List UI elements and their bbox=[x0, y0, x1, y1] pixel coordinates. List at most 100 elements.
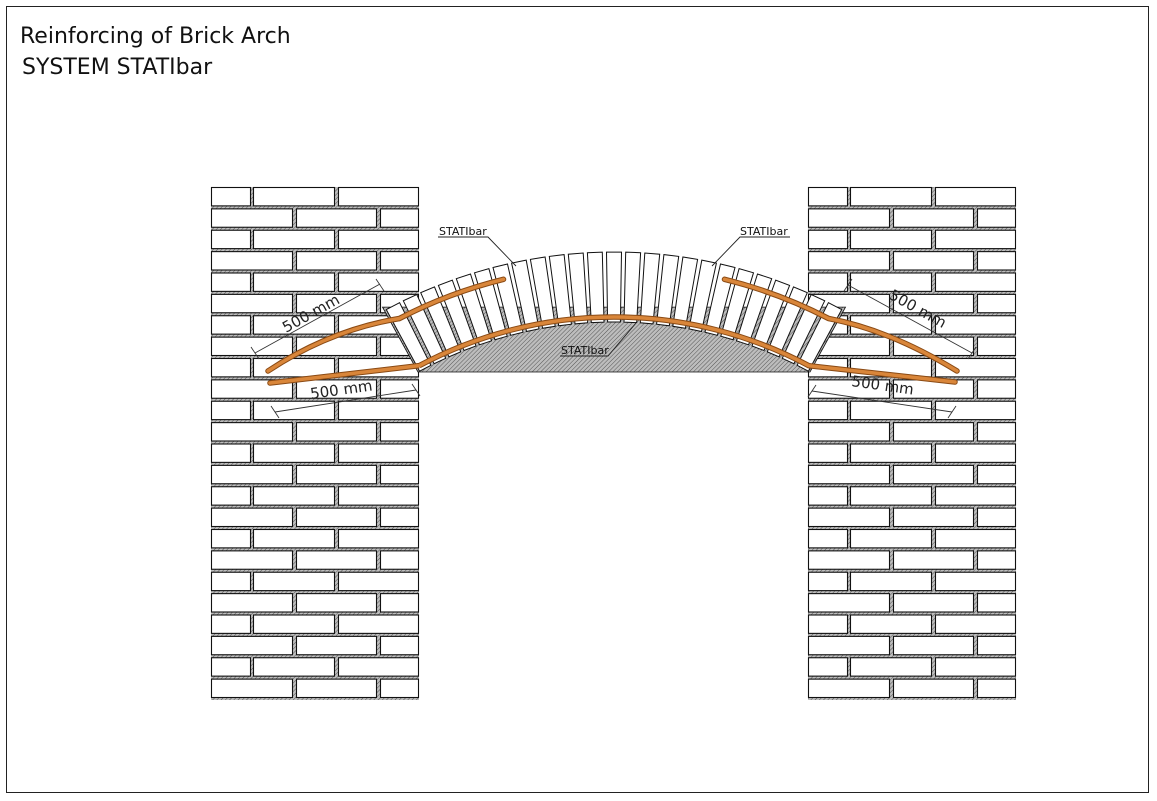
brick bbox=[849, 571, 933, 592]
arch-voussoir bbox=[656, 254, 680, 327]
brick bbox=[295, 678, 378, 699]
brick bbox=[976, 293, 1017, 314]
brick bbox=[934, 614, 1017, 634]
dim-line-left-upper bbox=[254, 283, 381, 354]
brick bbox=[210, 657, 252, 677]
brick bbox=[337, 400, 420, 421]
brick bbox=[807, 571, 849, 592]
brick bbox=[934, 186, 1017, 207]
brick bbox=[210, 315, 252, 335]
brick bbox=[210, 528, 252, 549]
brick bbox=[210, 422, 294, 442]
brick bbox=[210, 293, 294, 314]
brick bbox=[337, 528, 420, 549]
brick bbox=[934, 315, 1017, 335]
brick bbox=[976, 422, 1017, 442]
brick bbox=[807, 486, 849, 506]
brick bbox=[337, 614, 420, 634]
brick bbox=[807, 678, 891, 699]
statibar-bars bbox=[265, 276, 960, 386]
brick bbox=[849, 400, 933, 421]
drawing-title: Reinforcing of Brick Arch bbox=[20, 24, 291, 49]
leader-center bbox=[560, 322, 637, 357]
brick bbox=[892, 678, 975, 699]
brick bbox=[252, 614, 336, 634]
brick bbox=[807, 443, 849, 463]
arch-voussoir bbox=[623, 251, 642, 324]
brick bbox=[807, 657, 849, 677]
brick bbox=[210, 507, 294, 528]
brick bbox=[807, 229, 849, 250]
brick bbox=[807, 507, 891, 528]
brick bbox=[892, 635, 975, 656]
brick bbox=[849, 186, 933, 207]
brick bbox=[295, 422, 378, 442]
brick bbox=[807, 614, 849, 634]
brick bbox=[379, 678, 420, 699]
brick bbox=[379, 379, 420, 399]
brick bbox=[337, 229, 420, 250]
brick bbox=[807, 593, 891, 613]
statibar-left-upper bbox=[265, 276, 507, 374]
brick bbox=[210, 357, 252, 378]
brick bbox=[252, 272, 336, 292]
arch-voussoir bbox=[548, 254, 572, 327]
brick bbox=[976, 507, 1017, 528]
brick bbox=[934, 272, 1017, 292]
arch-voussoir bbox=[511, 259, 540, 333]
brick bbox=[892, 593, 975, 613]
brick bbox=[976, 550, 1017, 570]
brick bbox=[295, 251, 378, 271]
brick bbox=[252, 443, 336, 463]
brick-arch bbox=[381, 251, 847, 373]
brick bbox=[295, 635, 378, 656]
brick bbox=[379, 635, 420, 656]
brick bbox=[379, 251, 420, 271]
brick bbox=[295, 550, 378, 570]
brick bbox=[976, 464, 1017, 485]
brick bbox=[337, 186, 420, 207]
brick bbox=[252, 571, 336, 592]
brick bbox=[976, 635, 1017, 656]
arch-voussoir bbox=[605, 251, 623, 323]
brick bbox=[976, 379, 1017, 399]
brick bbox=[892, 464, 975, 485]
brick bbox=[337, 571, 420, 592]
brick bbox=[210, 186, 252, 207]
label-statibar-left: STATIbar bbox=[439, 225, 487, 238]
brick bbox=[295, 507, 378, 528]
brick bbox=[807, 422, 891, 442]
dim-ticks bbox=[807, 384, 957, 419]
brick bbox=[807, 208, 891, 228]
label-statibar-right: STATIbar bbox=[740, 225, 788, 238]
brick bbox=[976, 336, 1017, 357]
brick bbox=[252, 229, 336, 250]
dim-line-left-lower bbox=[274, 389, 417, 413]
brick bbox=[934, 571, 1017, 592]
brick bbox=[807, 186, 849, 207]
brick bbox=[210, 464, 294, 485]
brick bbox=[849, 229, 933, 250]
brick bbox=[807, 272, 849, 292]
brick bbox=[295, 464, 378, 485]
brick bbox=[337, 443, 420, 463]
brick bbox=[252, 186, 336, 207]
dim-ticks bbox=[250, 278, 385, 360]
brick bbox=[976, 593, 1017, 613]
brick bbox=[210, 614, 252, 634]
brick bbox=[379, 464, 420, 485]
brick bbox=[337, 486, 420, 506]
brick bbox=[892, 208, 975, 228]
brick bbox=[210, 400, 252, 421]
leader-left bbox=[438, 236, 517, 267]
brick bbox=[252, 657, 336, 677]
brick bbox=[210, 272, 252, 292]
brick bbox=[210, 571, 252, 592]
arch-voussoir bbox=[639, 252, 661, 325]
leader-right bbox=[711, 236, 790, 267]
brick bbox=[379, 422, 420, 442]
brick bbox=[807, 635, 891, 656]
arch-voussoir bbox=[529, 256, 556, 329]
brick bbox=[807, 528, 849, 549]
brick bbox=[379, 208, 420, 228]
